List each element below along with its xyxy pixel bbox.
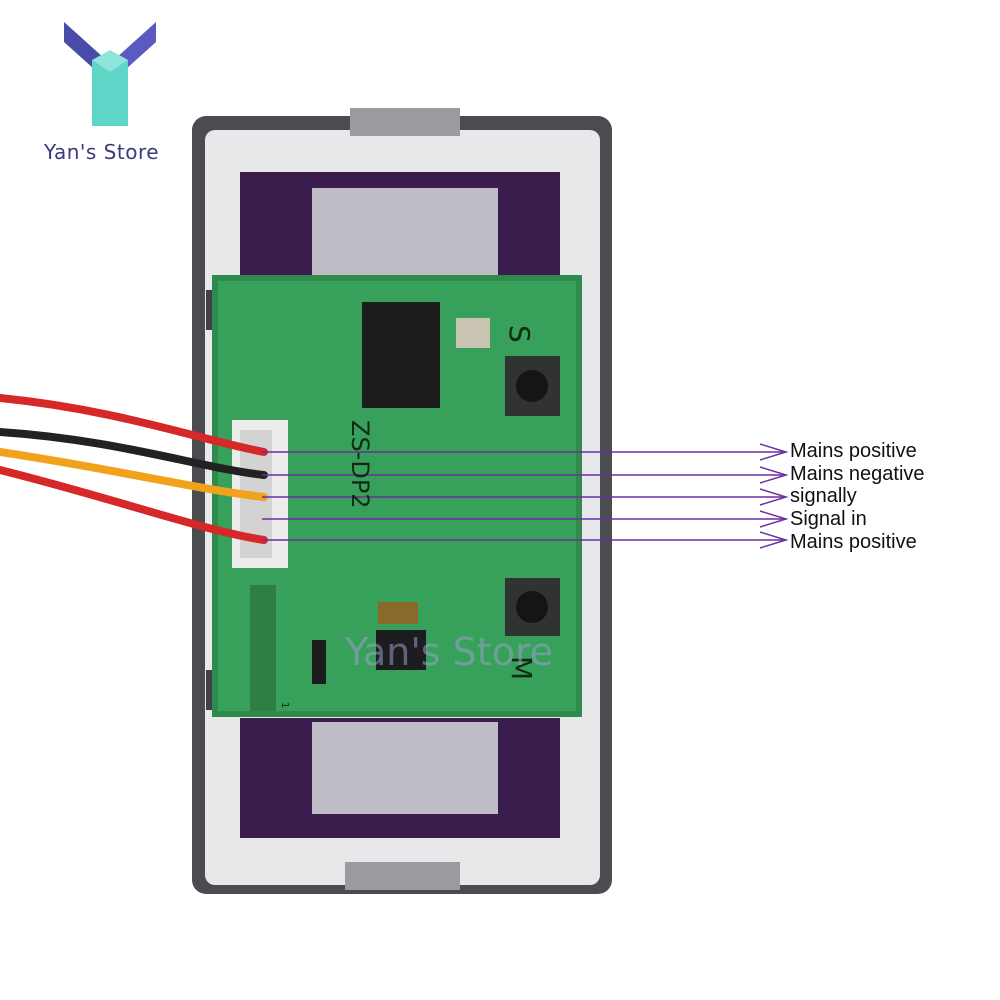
pin-label-2: Mains negative xyxy=(790,463,925,485)
store-name: Yan's Store xyxy=(44,140,160,164)
wire-black xyxy=(0,428,268,479)
button-label-m: M xyxy=(505,656,538,680)
pin-label-3: signally xyxy=(790,485,857,507)
wire-red-bottom xyxy=(0,466,268,544)
button-label-s: S xyxy=(503,325,536,343)
watermark: Yan's Store xyxy=(344,630,553,674)
pin-label-1: Mains positive xyxy=(790,440,917,462)
model-label: ZS-DP2 xyxy=(346,420,374,509)
pin-label-5: Mains positive xyxy=(790,531,917,553)
yans-store-logo-icon xyxy=(64,22,156,126)
header-pin-number: 1 xyxy=(279,702,290,708)
pin-arrows xyxy=(262,443,789,549)
wire-yellow xyxy=(0,448,268,501)
wire-harness xyxy=(0,394,268,544)
wire-red-top xyxy=(0,394,268,456)
pin-label-4: Signal in xyxy=(790,508,867,530)
